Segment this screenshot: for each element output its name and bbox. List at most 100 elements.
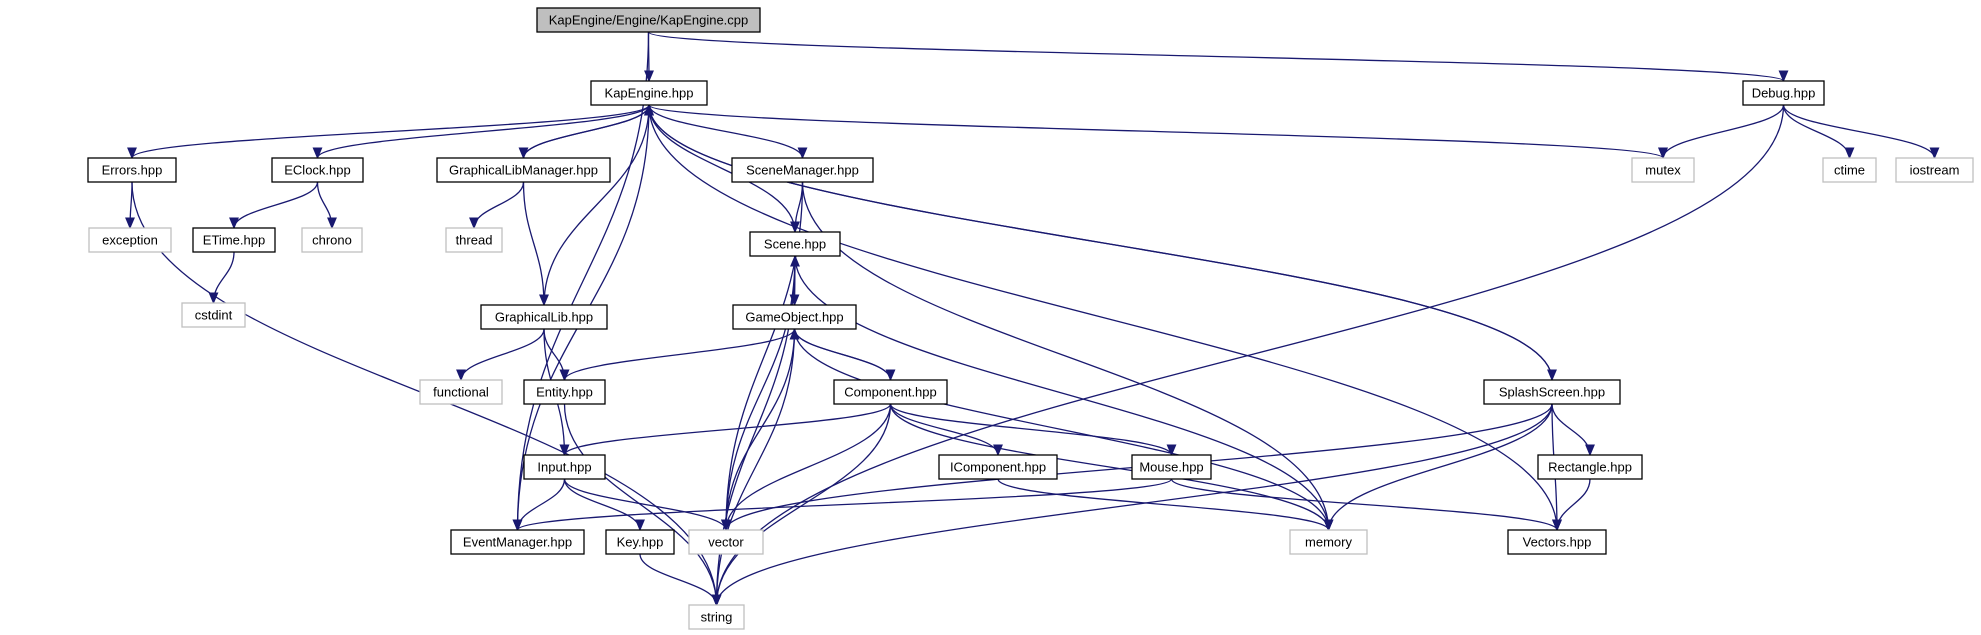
edge-line [997, 478, 1330, 531]
edge-line [647, 31, 1785, 82]
edge-arrowhead [797, 147, 808, 160]
node-mouse[interactable]: Mouse.hpp [1131, 454, 1212, 480]
edge-line [522, 181, 545, 306]
node-label: Key.hpp [617, 535, 664, 550]
edge-line [648, 104, 1553, 381]
node-glib[interactable]: GraphicalLib.hpp [480, 304, 608, 330]
edge-scene-to-vector [721, 255, 796, 532]
edge-line [648, 104, 796, 233]
node-input[interactable]: Input.hpp [523, 454, 606, 480]
node-box [1507, 529, 1607, 555]
edge-line [793, 328, 1330, 531]
edge-line [889, 403, 1173, 456]
edge-input-to-key [563, 478, 645, 532]
edge-line [793, 328, 892, 381]
edge-scenemgr-to-memory [801, 181, 1334, 532]
node-entity[interactable]: Entity.hpp [523, 379, 606, 405]
edge-arrowhead [721, 519, 731, 532]
edge-line [460, 328, 545, 381]
edge-line [648, 104, 804, 159]
node-box [1537, 454, 1643, 480]
node-box [450, 529, 585, 555]
node-kapengine[interactable]: KapEngine.hpp [590, 80, 708, 106]
edge-arrowhead [790, 254, 800, 267]
node-eventmgr[interactable]: EventManager.hpp [450, 529, 585, 555]
node-icomponent[interactable]: IComponent.hpp [938, 454, 1058, 480]
node-label: vector [708, 535, 744, 550]
node-debug[interactable]: Debug.hpp [1742, 80, 1825, 106]
node-box [192, 227, 276, 253]
node-scene[interactable]: Scene.hpp [749, 231, 841, 257]
edge-line [1327, 403, 1553, 531]
node-box [436, 157, 611, 183]
node-label: iostream [1910, 163, 1960, 178]
edge-arrowhead [327, 217, 337, 230]
edge-arrowhead [559, 444, 570, 457]
node-box [88, 227, 172, 253]
node-etime[interactable]: ETime.hpp [192, 227, 276, 253]
edge-kapengine-to-scenemgr [648, 104, 808, 160]
edge-splash-to-memory [1323, 403, 1553, 532]
node-ctime: ctime [1822, 157, 1877, 183]
node-label: GraphicalLibManager.hpp [449, 163, 598, 178]
edge-line [1556, 478, 1591, 531]
node-eclock[interactable]: EClock.hpp [271, 157, 364, 183]
nodes-layer: KapEngine/Engine/KapEngine.cppKapEngine.… [87, 7, 1974, 630]
edge-gameobject-to-scene [790, 254, 800, 306]
node-functional: functional [419, 379, 503, 405]
edge-arrowhead [635, 519, 645, 532]
edge-line [725, 255, 796, 531]
node-vectors[interactable]: Vectors.hpp [1507, 529, 1607, 555]
node-box [523, 454, 606, 480]
edge-eclock-to-etime [229, 181, 319, 230]
node-label: Scene.hpp [764, 237, 826, 252]
node-label: exception [102, 233, 158, 248]
node-box [1289, 529, 1368, 555]
node-label: ctime [1834, 163, 1865, 178]
node-label: SceneManager.hpp [746, 163, 859, 178]
edge-line [1782, 104, 1851, 159]
node-gameobject[interactable]: GameObject.hpp [732, 304, 857, 330]
edge-arrowhead [1844, 147, 1855, 160]
edge-arrowhead [208, 292, 219, 305]
node-label: string [701, 610, 733, 625]
edge-glib-to-kapengine [543, 103, 654, 306]
edge-arrowhead [1323, 519, 1334, 532]
node-box [301, 227, 363, 253]
node-component[interactable]: Component.hpp [833, 379, 948, 405]
node-label: thread [456, 233, 493, 248]
edge-eclock-to-chrono [316, 181, 337, 230]
node-box [181, 302, 246, 328]
node-label: ETime.hpp [203, 233, 265, 248]
edge-glibmgr-to-thread [469, 181, 525, 230]
edge-line [715, 104, 1785, 606]
edges-layer [125, 31, 1940, 607]
node-iostream: iostream [1895, 157, 1974, 183]
edge-line [563, 403, 718, 606]
edge-input-to-vector [563, 478, 731, 532]
edge-line [1662, 104, 1785, 159]
edge-line [725, 328, 796, 531]
node-scenemgr[interactable]: SceneManager.hpp [731, 157, 874, 183]
node-glibmgr[interactable]: GraphicalLibManager.hpp [436, 157, 611, 183]
node-rectangle[interactable]: Rectangle.hpp [1537, 454, 1643, 480]
node-chrono: chrono [301, 227, 363, 253]
edge-arrowhead [1552, 519, 1562, 532]
node-box [833, 379, 948, 405]
edge-arrowhead [1929, 147, 1940, 160]
node-label: GameObject.hpp [745, 310, 843, 325]
node-errors[interactable]: Errors.hpp [87, 157, 177, 183]
node-key[interactable]: Key.hpp [605, 529, 675, 555]
node-box [271, 157, 364, 183]
node-label: cstdint [195, 308, 233, 323]
node-splash[interactable]: SplashScreen.hpp [1483, 379, 1621, 405]
edge-line [131, 104, 650, 159]
edge-arrowhead [559, 369, 570, 382]
node-label: Vectors.hpp [1523, 535, 1592, 550]
node-box [605, 529, 675, 555]
edge-line [473, 181, 525, 229]
node-label: IComponent.hpp [950, 460, 1046, 475]
edge-arrowhead [469, 217, 479, 230]
edge-line [648, 104, 1558, 531]
edge-etime-to-cstdint [208, 251, 235, 305]
